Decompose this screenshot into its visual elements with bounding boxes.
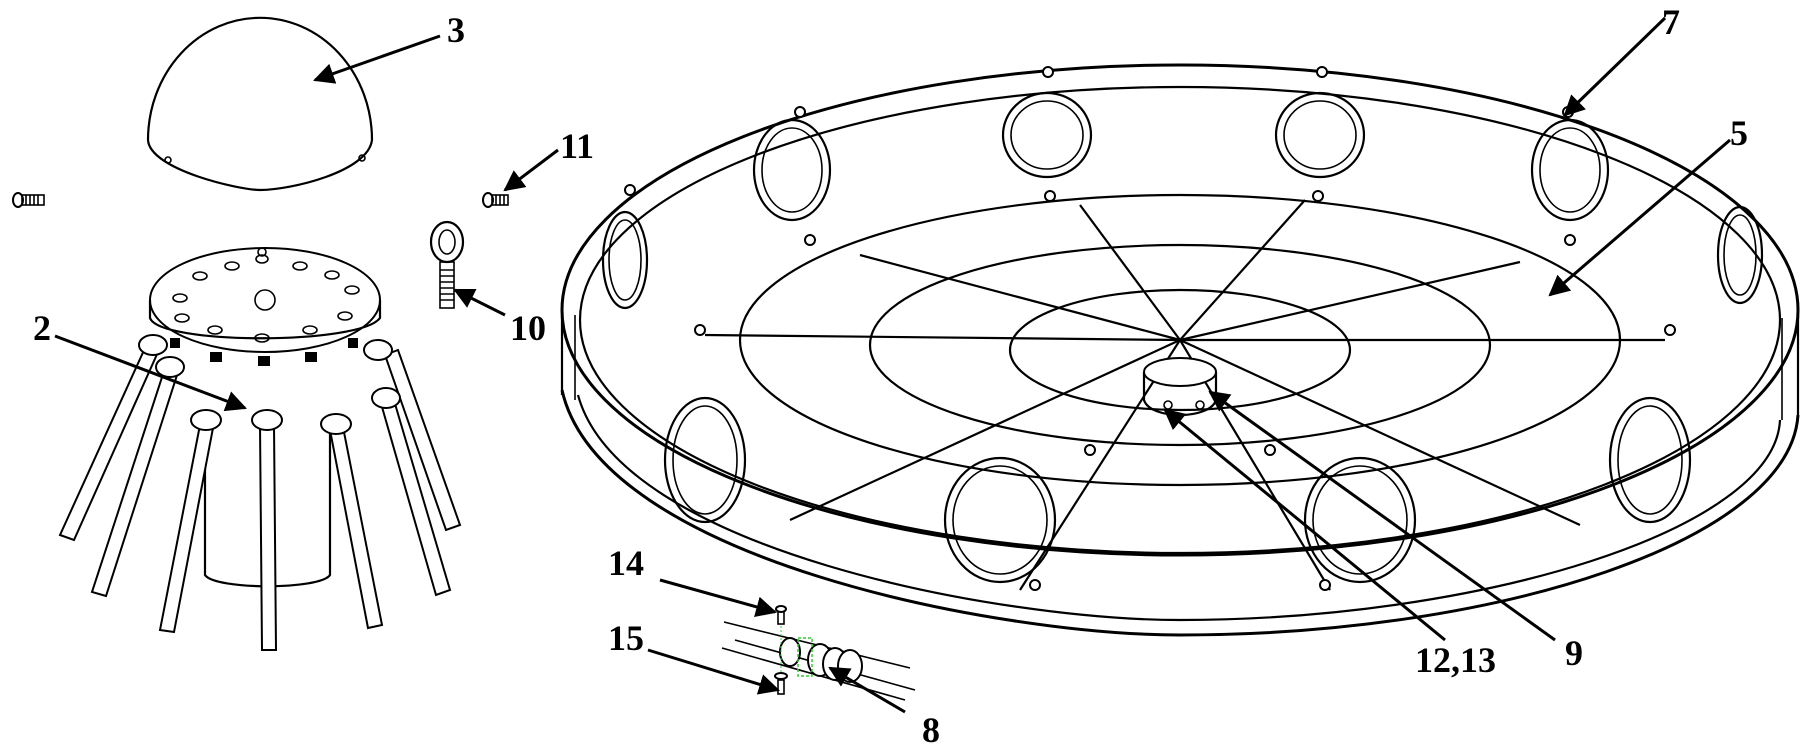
ring-frame [560,63,1800,637]
callout-5: 5 [1730,113,1748,153]
callout-11: 11 [560,126,594,166]
leader-lines [54,16,1731,714]
leader-9 [1208,390,1556,642]
leader-2 [54,334,247,412]
joint-highlight [797,637,813,677]
leader-10 [453,288,506,317]
leader-14 [659,578,778,618]
leader-5 [1548,138,1731,297]
eye-bolt-part-10 [429,220,465,309]
callout-10: 10 [510,308,546,348]
callout-12-13: 12,13 [1415,640,1496,680]
ring-portholes [601,91,1764,584]
leader-3 [313,34,441,84]
callout-8: 8 [922,710,940,745]
hub-rods [58,334,462,651]
callout-7: 7 [1662,2,1680,42]
callout-15: 15 [608,618,644,658]
outer-ring-bottom [560,389,1800,637]
center-collar [1142,357,1218,416]
leader-11 [503,148,559,192]
hub-assembly [12,16,509,651]
callout-3: 3 [447,10,465,50]
frame-fittings [624,66,1676,591]
leader-12-13 [1163,408,1446,642]
screw-left [12,192,45,208]
leader-7 [1563,16,1667,117]
screw-part-11 [482,192,509,208]
leader-8 [828,666,906,714]
leader-15 [647,648,781,695]
callout-9: 9 [1565,633,1583,673]
washer-part-15 [774,672,788,680]
inner-ring-2 [868,243,1492,447]
dome-cover [146,16,374,192]
callout-labels: 3 2 11 10 7 5 9 12,13 14 15 8 [33,2,1748,745]
spokes [704,199,1665,591]
callout-14: 14 [608,543,644,583]
callout-2: 2 [33,308,51,348]
joint-detail [721,605,916,701]
